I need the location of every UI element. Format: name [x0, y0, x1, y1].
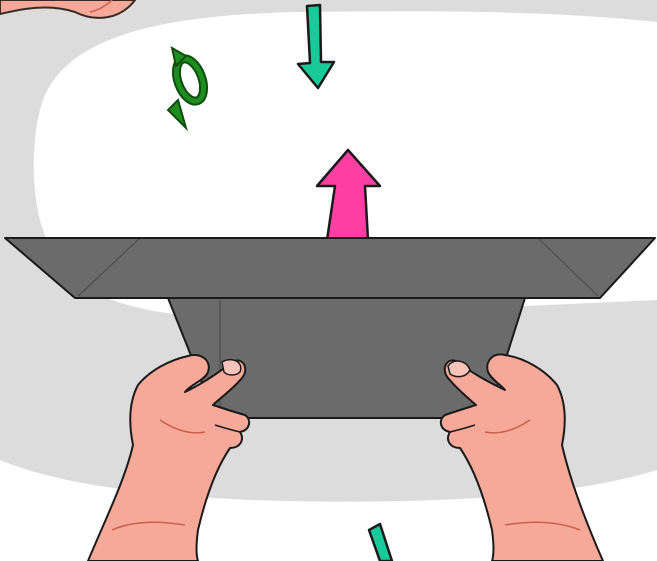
paper-flap [5, 238, 655, 298]
open-up-arrow-icon [317, 150, 380, 240]
fold-down-arrow-icon [298, 5, 334, 88]
turn-over-arrow-icon [168, 48, 209, 128]
fold-down-arrow-bottom-icon [369, 524, 392, 561]
